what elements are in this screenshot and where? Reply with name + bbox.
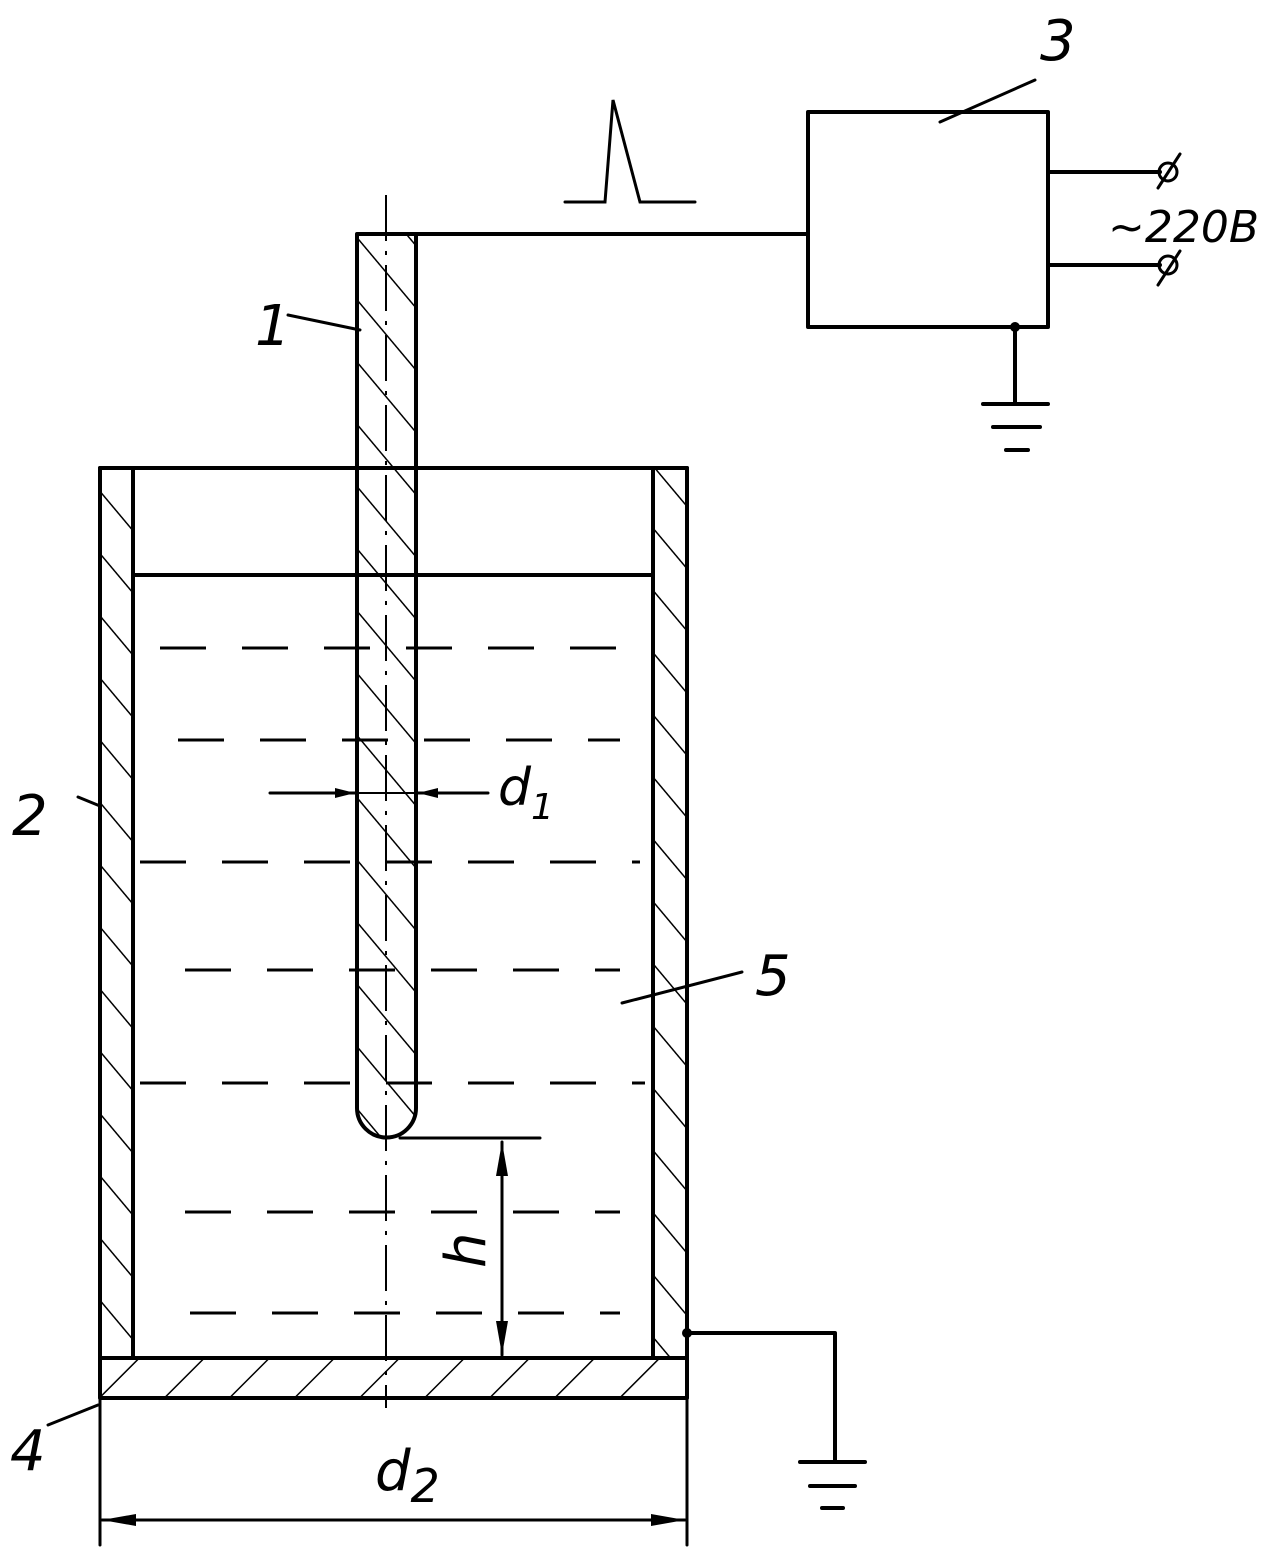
- terminal-bottom-icon: [1158, 251, 1180, 285]
- label-d1: d1: [498, 758, 554, 828]
- vessel-bottom: [100, 1358, 687, 1398]
- vessel-ground-icon: [682, 1328, 865, 1508]
- label-voltage: ~220В: [1108, 202, 1259, 253]
- label-liquid: 5: [755, 944, 791, 1009]
- label-vessel-wall: 2: [12, 784, 48, 849]
- vessel-right-wall: [653, 468, 687, 1358]
- generator-label-leader: [940, 80, 1035, 122]
- label-generator: 3: [1040, 9, 1076, 74]
- generator-block: [808, 112, 1048, 327]
- label-d2: d2: [375, 1439, 440, 1513]
- vessel-bottom-label-leader: [48, 1405, 98, 1425]
- generator-ground-icon: [983, 322, 1048, 450]
- label-vessel-bottom: 4: [10, 1419, 46, 1484]
- label-electrode: 1: [255, 294, 291, 359]
- pulse-symbol: [565, 100, 695, 202]
- electrode-label-leader: [288, 315, 360, 330]
- label-h: h: [434, 1233, 499, 1269]
- vessel-wall-label-leader: [78, 797, 100, 806]
- vessel-left-wall: [100, 468, 133, 1358]
